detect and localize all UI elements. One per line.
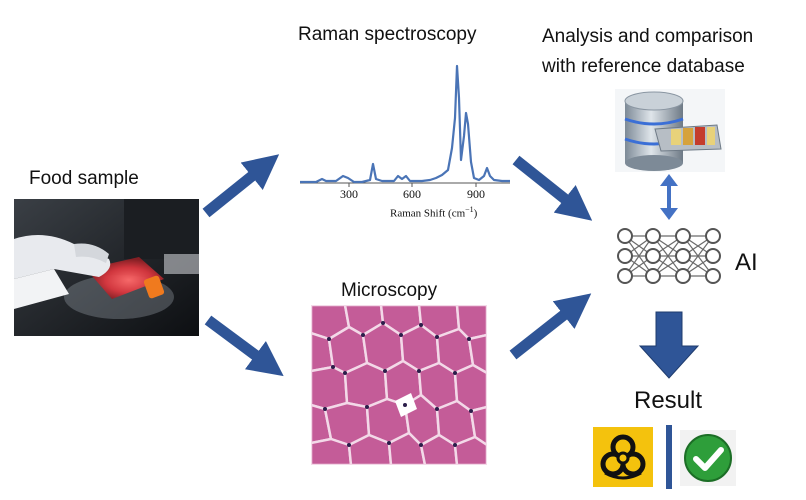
arrow-microscopy-to-ai [509,293,592,360]
microscopy-image [311,305,487,465]
checkmark-icon [680,430,736,486]
microscopy-label: Microscopy [341,280,438,301]
food-sample-photo [14,199,199,336]
arrow-raman-to-ai [512,155,593,221]
biohazard-icon [593,427,653,487]
neural-network-icon [615,226,723,286]
ai-label: AI [735,249,758,276]
arrow-food-to-raman [202,154,280,218]
analysis-label-line1: Analysis and comparison [542,26,754,47]
spectrum-xlabel: Raman Shift (cm−1) [390,205,478,220]
raman-spectroscopy-label: Raman spectroscopy [298,24,477,45]
analysis-label-line2: with reference database [542,56,745,77]
spectrum-tick-900: 900 [467,187,485,201]
result-label: Result [634,387,703,414]
result-divider [666,425,672,489]
database-server-icon [615,89,725,172]
spectrum-tick-300: 300 [340,187,358,201]
arrow-food-to-microscopy [204,315,284,377]
raman-spectrum-plot [296,58,514,220]
double-arrow-database-ai [660,174,678,220]
arrow-ai-to-result [638,311,700,379]
spectrum-line [300,64,510,184]
spectrum-tick-600: 600 [403,187,421,201]
food-sample-label: Food sample [29,168,139,189]
